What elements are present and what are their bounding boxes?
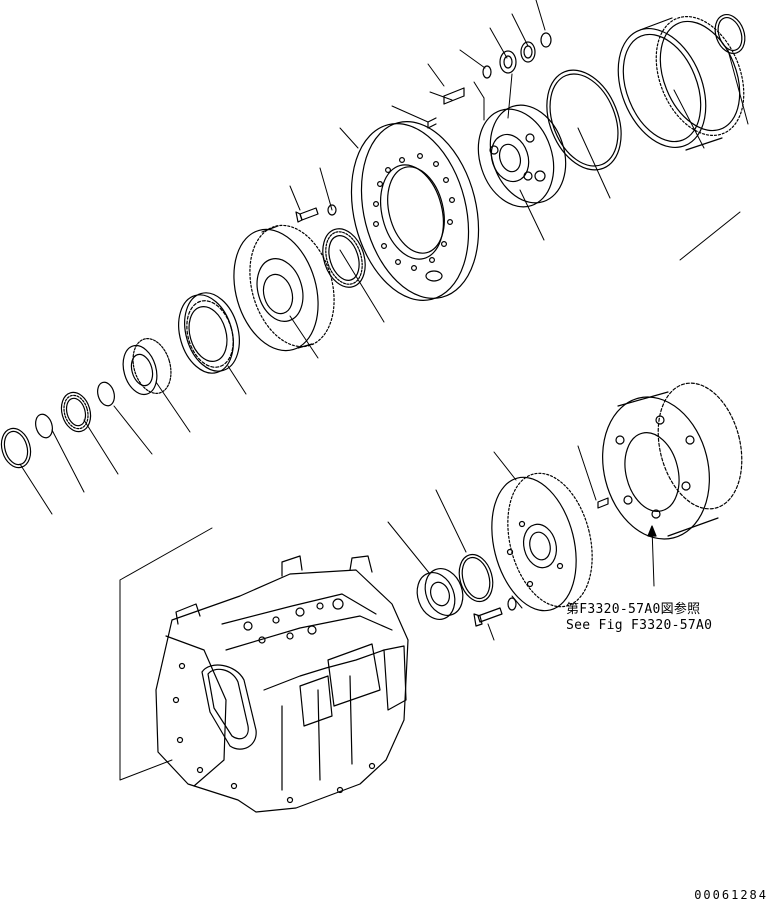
housing-cover — [597, 382, 743, 540]
ball-bearing — [178, 292, 240, 374]
transmission-case — [155, 555, 409, 813]
reference-note-japanese: 第F3320-57A0図参照 — [566, 602, 701, 617]
leader-lines-top — [19, 0, 749, 515]
drawing-number: 00061284 — [694, 888, 768, 902]
snap-ring-large — [546, 69, 622, 171]
needle-bearing — [322, 228, 366, 288]
small-parts-top — [427, 32, 552, 129]
disc-plate — [350, 121, 480, 301]
bolt-and-washer-upper — [295, 204, 337, 223]
bolt-and-washer-lower — [473, 597, 517, 627]
snap-ring-lower — [458, 553, 494, 603]
snap-rings-left — [0, 381, 115, 469]
gear-carrier-lower — [491, 472, 593, 612]
leader-lines-lower — [119, 445, 655, 781]
planet-carrier — [477, 104, 567, 208]
reference-note-english: See Fig F3320-57A0 — [566, 618, 713, 633]
reference-arrow-head — [647, 525, 657, 537]
ring-gear-top — [617, 15, 745, 151]
sun-gear-with-hub — [233, 224, 335, 352]
small-gear — [122, 338, 172, 396]
bearing-lower — [416, 568, 464, 620]
snap-ring-large-top — [714, 14, 746, 54]
